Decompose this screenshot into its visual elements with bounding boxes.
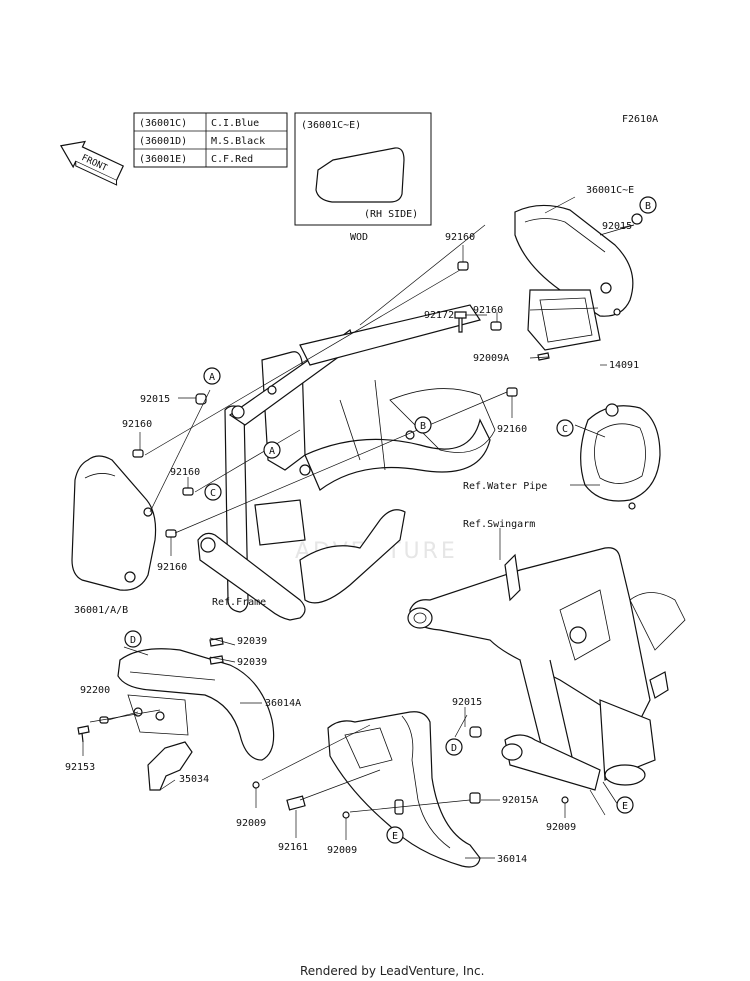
label-92160-left3: 92160 bbox=[157, 562, 187, 573]
callout-b-top bbox=[639, 196, 657, 214]
callout-a-left bbox=[203, 367, 221, 385]
svg-text:C: C bbox=[562, 424, 568, 435]
label-92160-mid: 92160 bbox=[473, 305, 503, 316]
color-name-2: C.F.Red bbox=[211, 154, 253, 165]
callout-a-frame bbox=[263, 441, 281, 459]
label-14091: 14091 bbox=[609, 360, 639, 371]
footer-credit: Rendered by LeadVenture, Inc. bbox=[300, 964, 484, 978]
callout-e-lower bbox=[386, 826, 404, 844]
grommet-92015-left bbox=[195, 393, 207, 405]
nut-92160-top bbox=[457, 261, 469, 271]
svg-text:C: C bbox=[210, 488, 216, 499]
callout-c-right bbox=[556, 419, 574, 437]
label-92009-b: 92009 bbox=[327, 845, 357, 856]
callouts: B A A B C C D D E E bbox=[124, 196, 657, 844]
svg-text:B: B bbox=[645, 201, 651, 212]
nut-92160-left2 bbox=[182, 487, 194, 496]
bolt-92172 bbox=[454, 311, 467, 333]
callout-c-left bbox=[204, 483, 222, 501]
color-table: (36001C) C.I.Blue (36001D) M.S.Black (36… bbox=[133, 112, 288, 168]
label-92172: 92172 bbox=[424, 310, 454, 321]
color-name-1: M.S.Black bbox=[211, 136, 265, 147]
bolt-92153 bbox=[77, 725, 90, 743]
water-pump-cover bbox=[580, 403, 661, 510]
label-92200: 92200 bbox=[80, 685, 110, 696]
pin-92039-a bbox=[209, 637, 224, 647]
color-name-0: C.I.Blue bbox=[211, 118, 259, 129]
label-92015A: 92015A bbox=[502, 795, 538, 806]
label-92009-a: 92009 bbox=[236, 818, 266, 829]
svg-text:D: D bbox=[451, 743, 457, 754]
label-35034: 35034 bbox=[179, 774, 209, 785]
label-92161: 92161 bbox=[278, 842, 308, 853]
right-side-cover bbox=[514, 204, 634, 317]
svg-text:E: E bbox=[392, 831, 398, 842]
leader-lines bbox=[82, 196, 635, 859]
label-92160-top: 92160 bbox=[445, 232, 475, 243]
label-92015-mid: 92015 bbox=[452, 697, 482, 708]
color-code-2: (36001E) bbox=[139, 154, 187, 165]
nut-92160-left3 bbox=[165, 529, 177, 538]
callout-e-right bbox=[616, 796, 634, 814]
swingarm bbox=[407, 547, 686, 791]
grommet-92015-top bbox=[631, 213, 643, 225]
screw-92009-a bbox=[252, 781, 260, 789]
bracket-35034 bbox=[147, 741, 193, 791]
inset-title: (36001C~E) bbox=[301, 120, 361, 131]
grommet-92015A bbox=[469, 792, 481, 804]
inset-box: (36001C~E) (RH SIDE) WOD bbox=[294, 112, 432, 243]
screw-92009-c bbox=[561, 796, 569, 804]
frame bbox=[197, 304, 496, 621]
case-14091 bbox=[527, 289, 601, 351]
label-36001ab: 36001/A/B bbox=[74, 605, 128, 616]
label-92015-top: 92015 bbox=[602, 221, 632, 232]
grommet-92015-mid bbox=[469, 726, 482, 738]
screw-92009A bbox=[537, 352, 550, 361]
svg-text:E: E bbox=[622, 801, 628, 812]
chain-guard-36014A bbox=[117, 637, 275, 761]
label-92153: 92153 bbox=[65, 762, 95, 773]
label-92015-left: 92015 bbox=[140, 394, 170, 405]
label-92160-left2: 92160 bbox=[170, 467, 200, 478]
label-92009-c: 92009 bbox=[546, 822, 576, 833]
ref-swingarm-label: Ref.Swingarm bbox=[463, 519, 535, 530]
color-code-0: (36001C) bbox=[139, 118, 187, 129]
pad-92161 bbox=[286, 795, 306, 811]
label-92160-left: 92160 bbox=[122, 419, 152, 430]
label-36014: 36014 bbox=[497, 854, 527, 865]
label-92039-b: 92039 bbox=[237, 657, 267, 668]
inset-side: (RH SIDE) bbox=[364, 209, 418, 220]
callout-d-left bbox=[124, 630, 142, 648]
figure-code: F2610A bbox=[622, 114, 658, 125]
inset-caption: WOD bbox=[350, 232, 368, 243]
screw-92009-b bbox=[342, 811, 350, 819]
label-92160-right: 92160 bbox=[497, 424, 527, 435]
front-arrow-icon: FRONT bbox=[59, 140, 125, 186]
nut-92160-left bbox=[132, 449, 144, 458]
svg-text:B: B bbox=[420, 421, 426, 432]
callout-b-frame bbox=[414, 416, 432, 434]
label-36014A: 36014A bbox=[265, 698, 301, 709]
ref-frame-label: Ref.Frame bbox=[212, 597, 266, 608]
color-code-1: (36001D) bbox=[139, 136, 187, 147]
left-side-cover bbox=[71, 455, 157, 591]
part-labels: 36001C~E 92015 92160 92172 92160 92009A … bbox=[65, 185, 639, 865]
label-92009A: 92009A bbox=[473, 353, 509, 364]
label-36001ce: 36001C~E bbox=[586, 185, 634, 196]
callout-d-mid bbox=[445, 738, 463, 756]
nut-92160-right bbox=[506, 387, 518, 397]
label-92039-a: 92039 bbox=[237, 636, 267, 647]
svg-text:A: A bbox=[209, 372, 215, 383]
ref-water-pipe-label: Ref.Water Pipe bbox=[463, 481, 547, 492]
svg-text:D: D bbox=[130, 635, 136, 646]
svg-text:A: A bbox=[269, 446, 275, 457]
nut-92160-mid bbox=[490, 321, 502, 331]
